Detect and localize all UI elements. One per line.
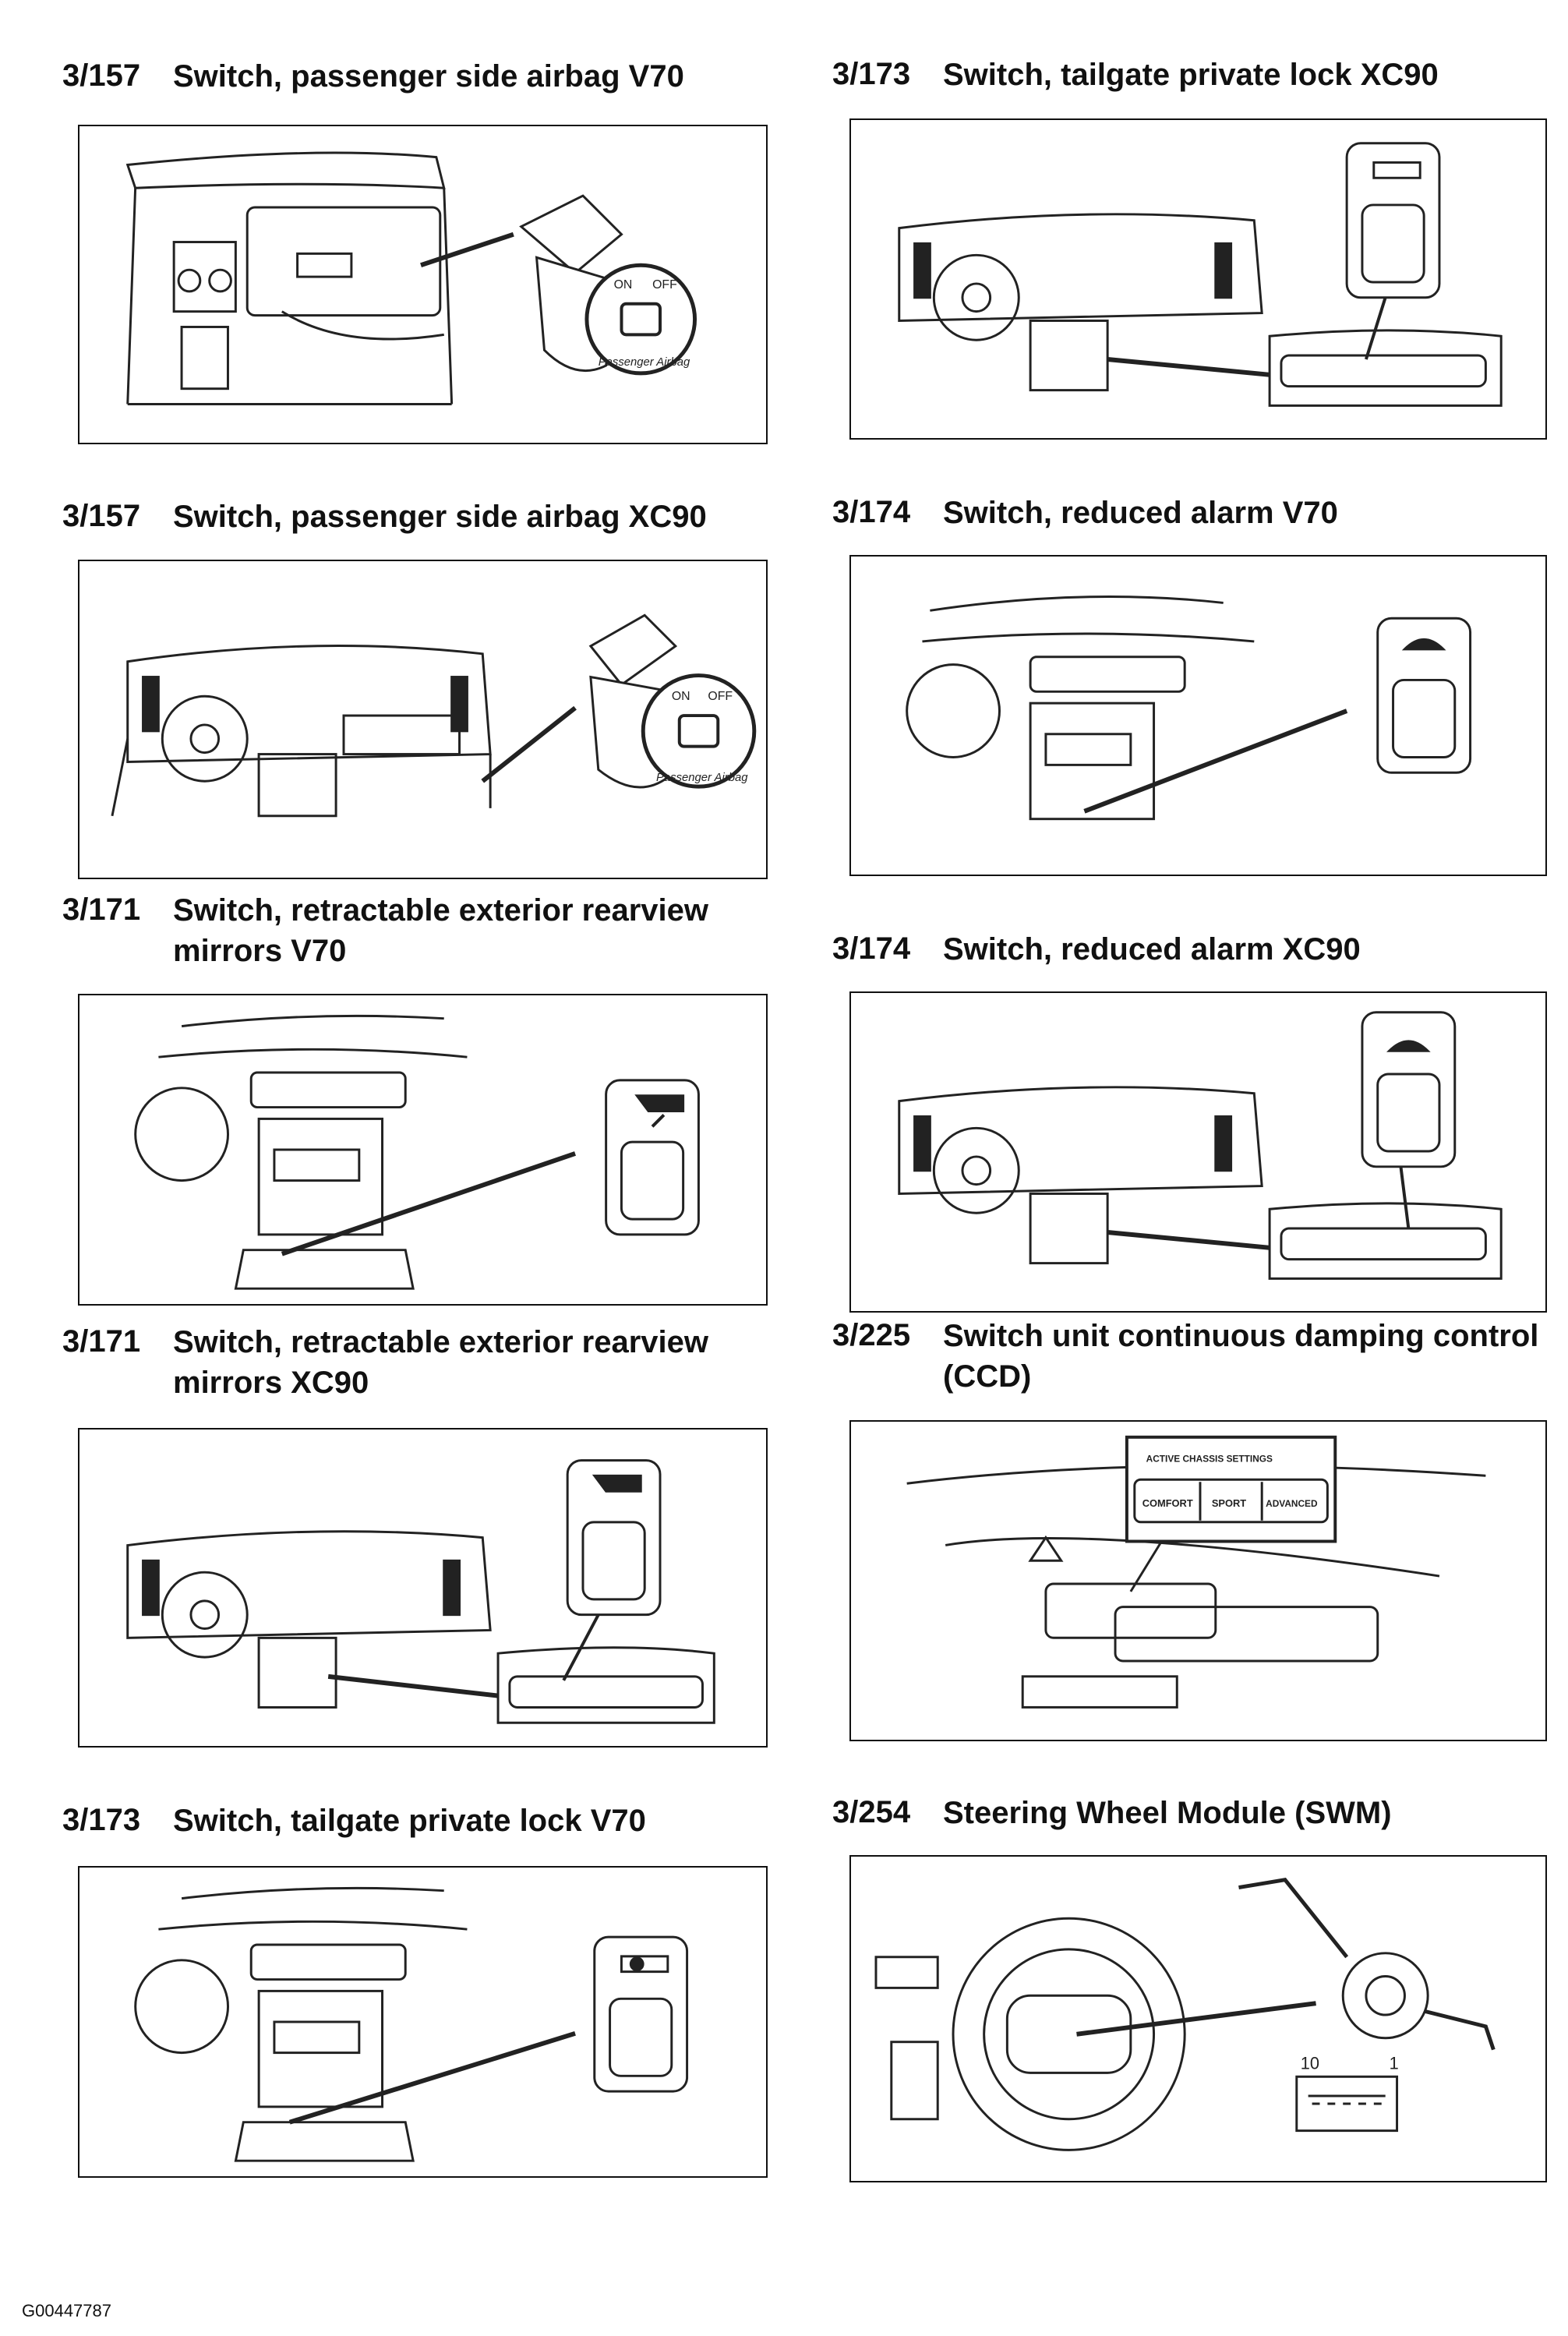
figure-mirrors-xc90	[78, 1428, 768, 1748]
entry-code: 3/157	[62, 499, 141, 533]
tailgate-lock-switch-v70	[593, 1935, 689, 2093]
figure-airbag-xc90: ON OFF Passenger Airbag	[78, 560, 768, 879]
mirror-switch-v70	[605, 1079, 700, 1236]
airbag-off-label: OFF	[708, 690, 733, 703]
figure-airbag-v70: ON OFF Passenger Airbag	[78, 125, 768, 444]
dashboard-xc90-airbag-illustration: ON OFF Passenger Airbag	[111, 613, 757, 818]
entry-code: 3/171	[62, 1324, 141, 1359]
ccd-header-label: ACTIVE CHASSIS SETTINGS	[1146, 1453, 1273, 1464]
dashboard-xc90-tailgate-lock-illustration	[898, 142, 1503, 407]
alarm-switch-xc90	[1361, 1011, 1457, 1168]
airbag-off-label: OFF	[652, 278, 677, 292]
entry-title: Switch unit continuous damping control (…	[943, 1319, 1539, 1394]
figure-tailgate-xc90	[849, 118, 1547, 440]
dashboard-xc90-mirror-switch-illustration	[126, 1459, 715, 1724]
swm-pin-10-label: 10	[1301, 2053, 1319, 2073]
airbag-switch-v70: ON OFF Passenger Airbag	[519, 194, 697, 376]
dashboard-v70-tailgate-lock-illustration	[134, 1886, 689, 2162]
dashboard-v70-alarm-switch-illustration	[906, 595, 1472, 821]
airbag-text-label: Passenger Airbag	[656, 772, 748, 784]
entry-code: 3/254	[832, 1795, 911, 1829]
entry-code: 3/174	[832, 931, 911, 966]
airbag-on-label: ON	[672, 690, 690, 703]
entry-code: 3/173	[62, 1803, 141, 1837]
figure-mirrors-v70	[78, 994, 768, 1306]
ccd-advanced-label: ADVANCED	[1266, 1498, 1318, 1509]
document-id: G00447787	[22, 2301, 111, 2320]
figure-tailgate-v70	[78, 1866, 768, 2178]
swm-component	[1238, 1878, 1496, 2051]
dashboard-v70-airbag-illustration: ON OFF Passenger Airbag	[125, 151, 697, 405]
figure-swm: 10 1	[849, 1855, 1547, 2182]
entry-code: 3/171	[62, 892, 141, 927]
ccd-comfort-label: COMFORT	[1142, 1497, 1193, 1509]
entry-title: Switch, reduced alarm XC90	[943, 932, 1361, 967]
entry-title: Switch, tailgate private lock XC90	[943, 58, 1439, 92]
entry-title: Switch, tailgate private lock V70	[173, 1804, 646, 1838]
swm-connector	[1295, 2075, 1399, 2133]
entry-title: Switch, passenger side airbag V70	[173, 59, 684, 94]
airbag-switch-xc90: ON OFF Passenger Airbag	[588, 613, 757, 789]
entry-code: 3/157	[62, 58, 141, 93]
figure-alarm-xc90	[849, 991, 1547, 1313]
figure-alarm-v70	[849, 555, 1547, 876]
steering-wheel-module-illustration: 10 1	[874, 1878, 1496, 2151]
tailgate-lock-switch-xc90	[1345, 142, 1441, 299]
entry-code: 3/225	[832, 1318, 911, 1352]
airbag-on-label: ON	[614, 278, 633, 292]
entry-title: Steering Wheel Module (SWM)	[943, 1796, 1392, 1830]
entry-title: Switch, retractable exterior rearview mi…	[173, 1325, 708, 1400]
entry-title: Switch, passenger side airbag XC90	[173, 500, 707, 534]
dashboard-ccd-switch-illustration: ACTIVE CHASSIS SETTINGS COMFORT SPORT AD…	[906, 1435, 1486, 1709]
swm-pin-1-label: 1	[1390, 2053, 1399, 2073]
entry-code: 3/174	[832, 495, 911, 529]
airbag-text-label: Passenger Airbag	[599, 356, 690, 369]
entry-title: Switch, reduced alarm V70	[943, 496, 1338, 530]
entry-title: Switch, retractable exterior rearview mi…	[173, 893, 708, 968]
mirror-switch-xc90	[566, 1459, 662, 1617]
figure-ccd: ACTIVE CHASSIS SETTINGS COMFORT SPORT AD…	[849, 1420, 1547, 1741]
ccd-sport-label: SPORT	[1212, 1497, 1246, 1509]
entry-code: 3/173	[832, 57, 911, 91]
dashboard-xc90-alarm-switch-illustration	[898, 1011, 1503, 1280]
ccd-switch-panel: ACTIVE CHASSIS SETTINGS COMFORT SPORT AD…	[1125, 1435, 1337, 1543]
alarm-switch-v70	[1376, 617, 1472, 774]
dashboard-v70-mirror-switch-illustration	[134, 1014, 700, 1290]
